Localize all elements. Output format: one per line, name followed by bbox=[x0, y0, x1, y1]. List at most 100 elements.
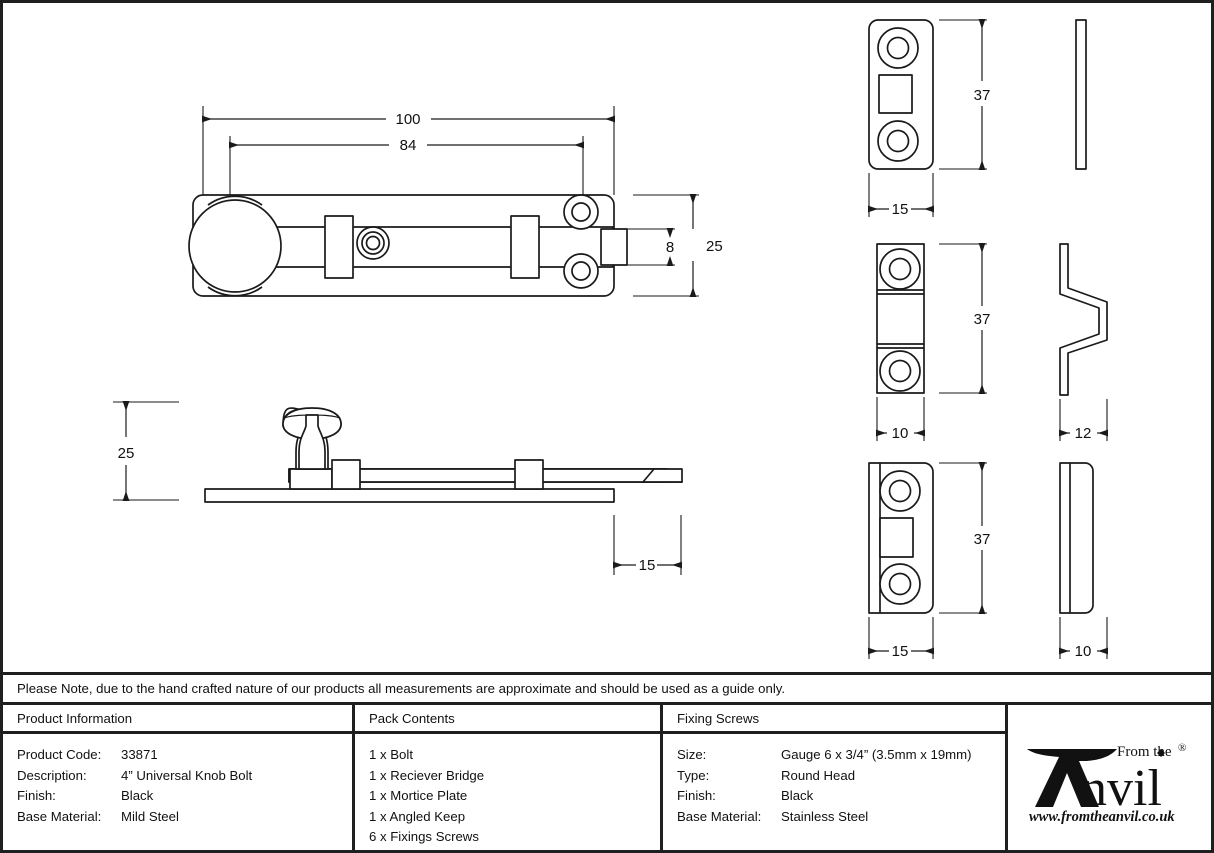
screw-base-material-value: Stainless Steel bbox=[781, 808, 869, 824]
disclaimer-text: Please Note, due to the hand crafted nat… bbox=[17, 681, 786, 696]
dim-label-37-mortice: 37 bbox=[974, 87, 991, 104]
table-row: Description: 4” Universal Knob Bolt bbox=[17, 766, 352, 787]
mortice-slot bbox=[878, 74, 913, 114]
table-row: Finish: Black bbox=[17, 786, 352, 807]
dim-label-100: 100 bbox=[395, 111, 420, 128]
table-row: Base Material: Mild Steel bbox=[17, 807, 352, 828]
pack-contents-header: Pack Contents bbox=[355, 705, 660, 734]
screw-size-value: Gauge 6 x 3/4” (3.5mm x 19mm) bbox=[781, 747, 972, 762]
bolt-rivet-inner bbox=[365, 235, 381, 251]
screw-hole-bottom-inner bbox=[571, 261, 591, 281]
keep-screw-bottom-inner bbox=[888, 572, 912, 596]
table-columns: Product Information Product Code: 33871 … bbox=[3, 705, 1211, 850]
elev-knob-base bbox=[289, 468, 333, 490]
anvil-logo-icon: From the nvil ® www.fromtheanvil.co.uk bbox=[1026, 742, 1186, 825]
product-code-label: Product Code: bbox=[17, 747, 102, 762]
finish-value: Black bbox=[121, 788, 154, 804]
dimension-25-elev: 25 bbox=[113, 401, 179, 501]
bolt-collar-left bbox=[324, 215, 354, 279]
description-value: 4” Universal Knob Bolt bbox=[121, 767, 253, 783]
table-row: Base Material: Stainless Steel bbox=[677, 807, 1005, 828]
screw-type-value: Round Head bbox=[781, 767, 856, 783]
knob-plan bbox=[188, 199, 282, 293]
dim-label-84: 84 bbox=[400, 137, 417, 154]
product-information-header: Product Information bbox=[3, 705, 352, 734]
logo-from-the: From the bbox=[1117, 744, 1172, 760]
fixing-screws-body: Size: Gauge 6 x 3/4” (3.5mm x 19mm) Type… bbox=[663, 734, 1005, 850]
product-code-value: 33871 bbox=[121, 747, 158, 762]
elev-knob-stem bbox=[298, 414, 326, 470]
finish-label: Finish: bbox=[17, 788, 56, 804]
dimension-100: 100 bbox=[202, 106, 615, 195]
knob-flat-top bbox=[207, 195, 263, 206]
dimension-8: 8 bbox=[627, 228, 675, 266]
bolt-tip bbox=[600, 228, 628, 266]
knob-flat-bottom bbox=[207, 286, 263, 297]
specification-table: Please Note, due to the hand crafted nat… bbox=[3, 672, 1211, 850]
technical-drawing: .ol { fill:none; stroke:#1a1a1a; stroke-… bbox=[113, 19, 1108, 660]
dimension-25-plan: 25 bbox=[633, 194, 723, 297]
base-material-value: Mild Steel bbox=[121, 808, 179, 824]
dim-label-10-bridge: 10 bbox=[892, 425, 909, 442]
mortice-screw-bottom-inner bbox=[886, 129, 910, 153]
table-row: Finish: Black bbox=[677, 786, 1005, 807]
disclaimer-note: Please Note, due to the hand crafted nat… bbox=[3, 672, 1211, 705]
logo-wordmark: nvil bbox=[1081, 760, 1162, 817]
elev-collar-left bbox=[331, 459, 361, 490]
table-row: Size: Gauge 6 x 3/4” (3.5mm x 19mm) bbox=[677, 745, 1005, 766]
elev-collar-right bbox=[514, 459, 544, 490]
receiver-bridge-group: 37 10 12 bbox=[876, 243, 1108, 442]
dimension-15-keep: 15 bbox=[868, 617, 934, 660]
keep-side-view bbox=[1059, 462, 1094, 614]
mortice-plate-group: 37 15 bbox=[868, 19, 1087, 218]
list-item: 6 x Fixings Screws bbox=[369, 829, 479, 845]
dimension-10-keep: 10 bbox=[1059, 617, 1108, 660]
fixing-screws-header: Fixing Screws bbox=[663, 705, 1005, 734]
column-pack-contents: Pack Contents 1 x Bolt 1 x Reciever Brid… bbox=[355, 705, 663, 850]
product-information-body: Product Code: 33871 Description: 4” Univ… bbox=[3, 734, 352, 850]
elev-bolt-chamfer bbox=[642, 468, 683, 483]
dimension-37-mortice: 37 bbox=[939, 19, 991, 170]
dim-label-15-elev: 15 bbox=[639, 557, 656, 574]
base-material-label: Base Material: bbox=[17, 808, 102, 824]
table-row: Product Code: 33871 bbox=[17, 745, 352, 766]
elev-backplate bbox=[204, 488, 615, 503]
bolt-plan-view-group: 100 84 bbox=[188, 106, 723, 297]
dim-label-10-keep: 10 bbox=[1075, 643, 1092, 660]
angled-keep-group: 37 15 10 bbox=[868, 462, 1108, 660]
dim-label-12-keep: 12 bbox=[1075, 425, 1092, 442]
logo-url: www.fromtheanvil.co.uk bbox=[1029, 809, 1175, 825]
column-brand: From the nvil ® www.fromtheanvil.co.uk bbox=[1008, 705, 1211, 850]
screw-base-material-label: Base Material: bbox=[677, 808, 762, 824]
keep-screw-top-inner bbox=[888, 479, 912, 503]
dimension-37-keep: 37 bbox=[939, 462, 991, 614]
list-item: 1 x Bolt bbox=[369, 747, 413, 762]
angled-keep-profile bbox=[1059, 243, 1108, 396]
dim-label-15-keep: 15 bbox=[892, 643, 909, 660]
dim-label-25-plan: 25 bbox=[706, 238, 723, 255]
list-item: 1 x Reciever Bridge bbox=[369, 767, 485, 783]
dim-label-25-elev: 25 bbox=[118, 445, 135, 462]
bolt-elevation-group: 25 15 bbox=[113, 401, 683, 575]
dimension-10-bridge: 10 bbox=[876, 397, 925, 442]
list-item: 1 x Angled Keep bbox=[369, 808, 466, 824]
list-item: 1 x Mortice Plate bbox=[369, 788, 468, 804]
dimension-37-bridge: 37 bbox=[939, 243, 991, 394]
column-product-information: Product Information Product Code: 33871 … bbox=[3, 705, 355, 850]
keep-slot bbox=[879, 517, 914, 558]
brand-logo: From the nvil ® www.fromtheanvil.co.uk bbox=[1008, 705, 1211, 850]
screw-finish-label: Finish: bbox=[677, 788, 716, 804]
logo-diamond bbox=[1156, 749, 1165, 757]
logo-registered-mark: ® bbox=[1178, 742, 1186, 754]
dim-label-37-keep: 37 bbox=[974, 531, 991, 548]
dim-label-37-bridge: 37 bbox=[974, 311, 991, 328]
screw-type-label: Type: bbox=[677, 767, 710, 783]
table-row: Type: Round Head bbox=[677, 766, 1005, 787]
dimension-15-mortice: 15 bbox=[868, 173, 934, 218]
dim-label-15-mortice: 15 bbox=[892, 201, 909, 218]
dim-label-8: 8 bbox=[666, 239, 674, 256]
anvil-shape bbox=[1026, 749, 1117, 807]
screw-hole-top-inner bbox=[571, 202, 591, 222]
column-fixing-screws: Fixing Screws Size: Gauge 6 x 3/4” (3.5m… bbox=[663, 705, 1008, 850]
